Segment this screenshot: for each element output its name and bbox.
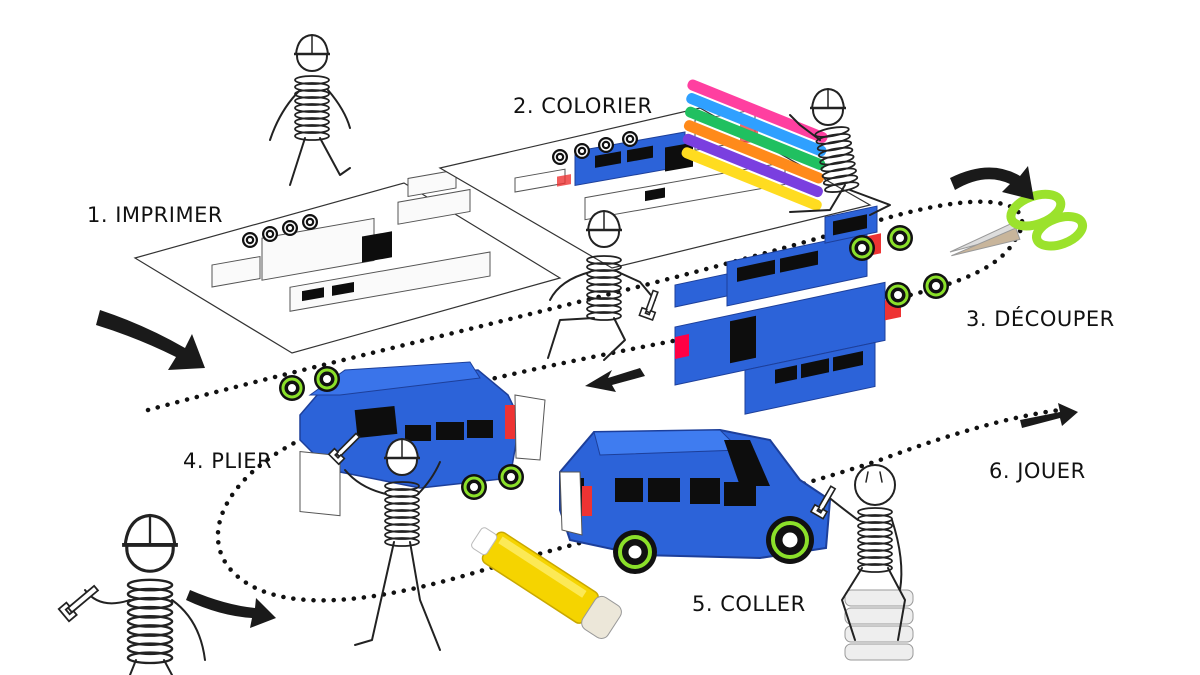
wrench-icon [57,584,100,623]
step-2-coloring-sheet [438,107,872,269]
step-label-4: 4. PLIER [183,449,272,473]
step-label-5: 5. COLLER [692,592,806,616]
worker-figure-folding [344,437,441,651]
step-label-2: 2. COLORIER [513,94,653,118]
wrench-icon [638,289,659,322]
worker-figure-coloring [789,87,891,216]
step-3-cut-pieces [674,205,951,415]
scissors-icon [949,189,1088,257]
tire-stack [844,589,914,661]
step-label-3: 3. DÉCOUPER [966,306,1115,331]
step-4-folded-car [277,361,546,517]
markers-icon [681,79,828,211]
worker-figure-playing [825,464,914,661]
wrench-icon [327,432,361,466]
glue-stick-icon [471,527,622,639]
step-label-6: 6. JOUER [989,459,1086,483]
wrench-icon [809,485,837,520]
worker-figure-squatting [547,209,656,361]
worker-figure-walking [269,33,351,186]
step-label-1: 1. IMPRIMER [87,203,223,227]
step-1-printed-sheet [133,169,562,354]
step-5-finished-car [559,428,832,574]
worker-figure-large [84,513,206,675]
curved-arrow-icon [96,166,1078,628]
